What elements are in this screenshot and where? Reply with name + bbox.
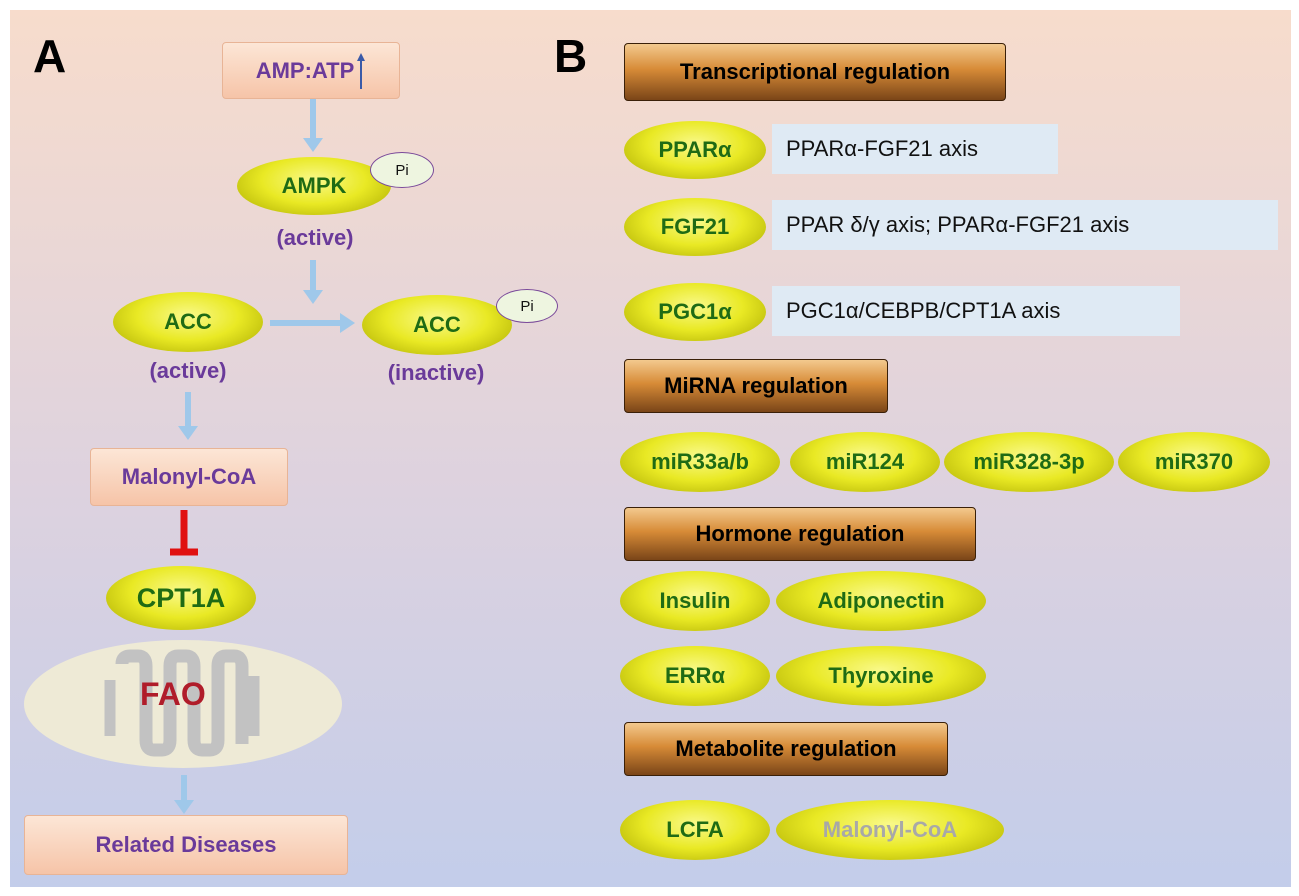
fgf21-desc: PPAR δ/γ axis; PPARα-FGF21 axis [772, 200, 1278, 250]
fgf21-ellipse: FGF21 [624, 198, 766, 256]
fao-label: FAO [140, 676, 206, 712]
adiponectin-ellipse: Adiponectin [776, 571, 986, 631]
mir328-ellipse: miR328-3p [944, 432, 1114, 492]
pgc1a-desc: PGC1α/CEBPB/CPT1A axis [772, 286, 1180, 336]
transcriptional-header: Transcriptional regulation [624, 43, 1006, 101]
acc-active-ellipse: ACC [113, 292, 263, 352]
metabolite-header: Metabolite regulation [624, 722, 948, 776]
cpt1a-ellipse: CPT1A [106, 566, 256, 630]
arrow-amp-to-ampk [303, 97, 323, 152]
amp-atp-label: AMP:ATP [255, 57, 355, 83]
insulin-ellipse: Insulin [620, 571, 770, 631]
acc-phosphate: Pi [496, 289, 558, 323]
acc-inactive-ellipse: ACC [362, 295, 512, 355]
mir370-ellipse: miR370 [1118, 432, 1270, 492]
lcfa-ellipse: LCFA [620, 800, 770, 860]
arrow-acc-to-malonyl [178, 392, 198, 440]
panel-a-letter: A [33, 30, 67, 82]
inhibition-malonyl-to-cpt1a [170, 510, 198, 556]
thyroxine-ellipse: Thyroxine [776, 646, 986, 706]
mir33-ellipse: miR33a/b [620, 432, 780, 492]
amp-atp-box: AMP:ATP [222, 42, 400, 99]
arrow-ampk-to-junction [303, 260, 323, 304]
malonyl-coa-box: Malonyl-CoA [90, 448, 288, 506]
mirna-header: MiRNA regulation [624, 359, 888, 413]
ppara-desc: PPARα-FGF21 axis [772, 124, 1058, 174]
arrow-acc-to-acc [270, 313, 355, 333]
mir124-ellipse: miR124 [790, 432, 940, 492]
ppara-ellipse: PPARα [624, 121, 766, 179]
mitochondrion-cristae-icon [104, 649, 260, 757]
erra-ellipse: ERRα [620, 646, 770, 706]
acc-inactive-state: (inactive) [387, 360, 485, 385]
hormone-header: Hormone regulation [624, 507, 976, 561]
acc-active-state: (active) [149, 358, 227, 383]
up-arrow-icon [357, 52, 366, 89]
arrow-fao-to-diseases [174, 775, 194, 814]
malonyl-coa-ellipse: Malonyl-CoA [776, 800, 1004, 860]
ampk-state: (active) [276, 225, 354, 250]
ampk-phosphate: Pi [370, 152, 434, 188]
ampk-ellipse: AMPK [237, 157, 391, 215]
related-diseases-box: Related Diseases [24, 815, 348, 875]
pgc1a-ellipse: PGC1α [624, 283, 766, 341]
panel-b-letter: B [554, 30, 588, 82]
